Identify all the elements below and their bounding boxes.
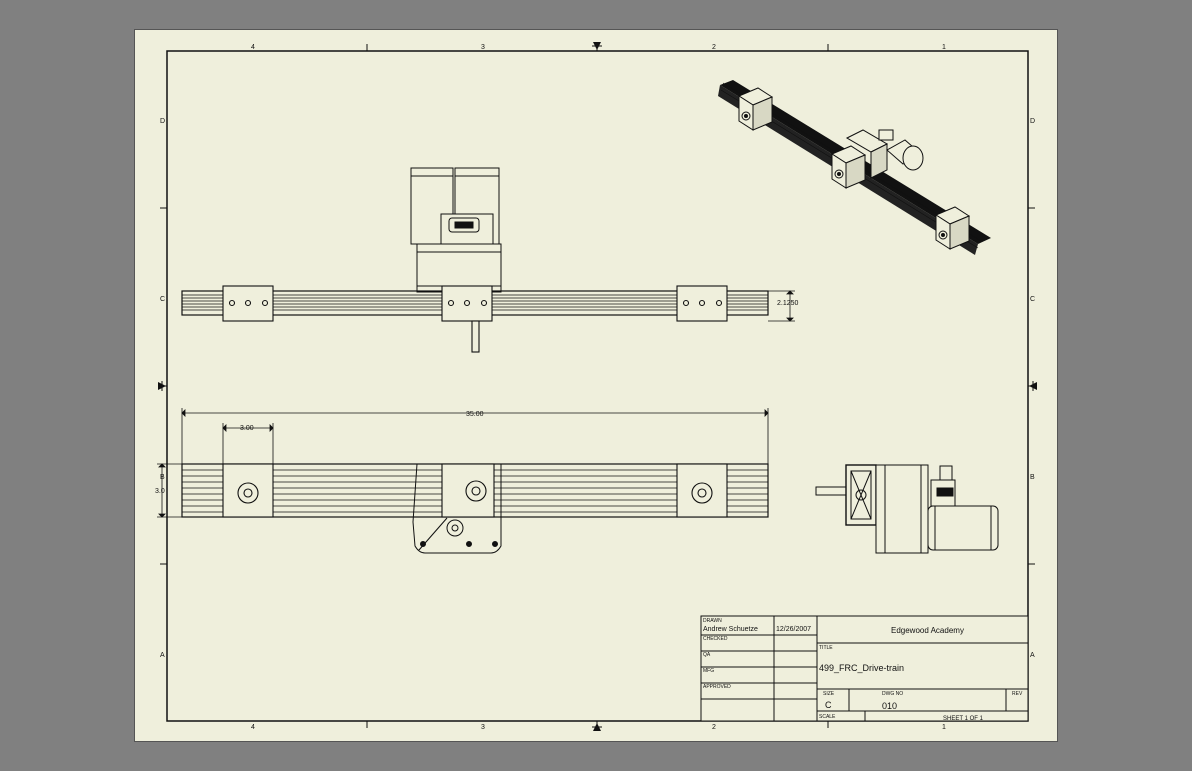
approved-label: APPROVED xyxy=(703,684,731,690)
scale-label: SCALE xyxy=(819,714,836,720)
top-view: 35.00 3.00 3.0 xyxy=(155,408,769,554)
side-view xyxy=(815,464,999,554)
col-label-2-bottom: 2 xyxy=(712,724,716,731)
dim-overall-length-label: 35.00 xyxy=(466,411,484,418)
top-bearing-blocks xyxy=(222,463,728,518)
title-block xyxy=(700,615,1029,722)
front-view: 2.1250 xyxy=(181,167,799,353)
front-motor xyxy=(410,167,502,293)
col-label-1-bottom: 1 xyxy=(942,724,946,731)
qa-label: QA xyxy=(703,652,711,658)
dim-rail-height xyxy=(157,463,182,518)
checked-label: CHECKED xyxy=(703,636,728,642)
drawing-canvas: 4 3 2 1 4 3 2 1 D C B A D C B A xyxy=(155,42,1037,731)
row-label-b: B xyxy=(160,474,165,481)
drawing-title: 499_FRC_Drive-train xyxy=(819,663,904,673)
col-label-2: 2 xyxy=(712,44,716,51)
row-label-b-right: B xyxy=(1030,474,1035,481)
col-label-4-bottom: 4 xyxy=(251,724,255,731)
col-label-3-bottom: 3 xyxy=(481,724,485,731)
col-label-4: 4 xyxy=(251,44,255,51)
size-label: SIZE xyxy=(823,691,835,697)
col-label-1: 1 xyxy=(942,44,946,51)
row-label-a-right: A xyxy=(1030,652,1035,659)
row-label-d-right: D xyxy=(1030,118,1035,125)
dim-block-width xyxy=(222,423,274,466)
row-label-a: A xyxy=(160,652,165,659)
title-label: TITLE xyxy=(819,645,833,651)
zone-labels: 4 3 2 1 4 3 2 1 D C B A D C B A xyxy=(160,44,1035,731)
dim-block-width-label: 3.00 xyxy=(240,425,254,432)
dim-height-front-label: 2.1250 xyxy=(777,300,799,307)
zone-ticks xyxy=(160,44,1035,728)
sheet-number: SHEET 1 OF 1 xyxy=(943,716,984,722)
front-bearing-blocks xyxy=(222,285,728,353)
dim-height-front xyxy=(768,290,795,322)
row-label-c-right: C xyxy=(1030,296,1035,303)
center-marks xyxy=(158,42,1037,731)
row-label-c: C xyxy=(160,296,165,303)
iso-bearing-blocks xyxy=(737,87,971,250)
dwg-no-label: DWG NO xyxy=(882,691,903,697)
isometric-view xyxy=(718,80,991,255)
dwg-no-value: 010 xyxy=(882,701,897,711)
dim-overall-length xyxy=(181,408,769,468)
size-value: C xyxy=(825,700,832,710)
row-label-d: D xyxy=(160,118,165,125)
dim-rail-height-label: 3.0 xyxy=(155,488,165,495)
drawing-sheet: 4 3 2 1 4 3 2 1 D C B A D C B A xyxy=(134,29,1058,742)
drawn-label: DRAWN xyxy=(703,618,722,624)
title-block-text: DRAWN Andrew Schuetze 12/26/2007 CHECKED… xyxy=(703,618,1023,722)
col-label-3: 3 xyxy=(481,44,485,51)
mfg-label: MFG xyxy=(703,668,714,674)
rev-label: REV xyxy=(1012,691,1023,697)
drawn-date: 12/26/2007 xyxy=(776,626,811,633)
company-name: Edgewood Academy xyxy=(891,626,964,635)
iso-motor xyxy=(845,129,924,179)
drawn-by: Andrew Schuetze xyxy=(703,626,758,633)
